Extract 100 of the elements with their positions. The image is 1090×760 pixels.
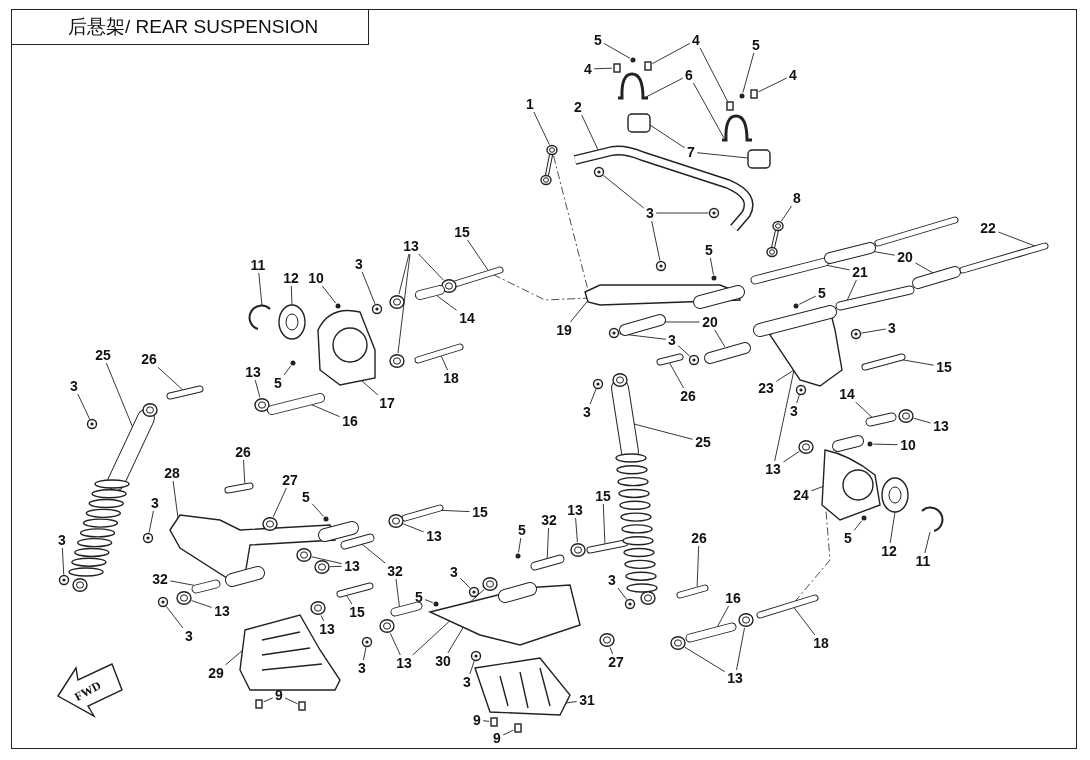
leader-line bbox=[254, 379, 261, 398]
leader-line bbox=[533, 111, 550, 146]
bushing bbox=[310, 601, 326, 615]
bushing bbox=[389, 295, 405, 309]
leader-line bbox=[157, 366, 183, 391]
callout-number: 9 bbox=[492, 730, 502, 746]
callout-number: 18 bbox=[442, 370, 460, 386]
leader-line bbox=[855, 401, 874, 419]
leader-line bbox=[361, 380, 379, 396]
bolt bbox=[255, 699, 263, 709]
leader-line bbox=[467, 239, 489, 271]
callout-number: 8 bbox=[792, 190, 802, 206]
callout-number: 15 bbox=[594, 488, 612, 504]
bolt bbox=[451, 266, 504, 288]
leader-line bbox=[900, 359, 935, 366]
callout-number: 13 bbox=[213, 603, 231, 619]
knuckle bbox=[317, 309, 376, 386]
leader-line bbox=[224, 649, 244, 666]
sleeve bbox=[865, 412, 897, 427]
leader-line bbox=[798, 295, 817, 305]
callout-number: 4 bbox=[691, 32, 701, 48]
callout-number: 13 bbox=[932, 418, 950, 434]
grease-fitting bbox=[861, 515, 867, 521]
leader-line bbox=[913, 417, 932, 424]
sleeve bbox=[267, 393, 325, 415]
bushing bbox=[898, 409, 914, 423]
callout-number: 32 bbox=[386, 563, 404, 579]
bushing bbox=[912, 266, 961, 289]
leader-line bbox=[105, 362, 134, 429]
leader-line bbox=[290, 285, 293, 306]
nut bbox=[795, 384, 807, 396]
leader-line bbox=[165, 605, 184, 629]
rubber-bushing bbox=[747, 149, 771, 169]
callout-number: 5 bbox=[704, 242, 714, 258]
leader-line bbox=[782, 450, 800, 463]
skid-plate bbox=[474, 657, 571, 716]
callout-number: 13 bbox=[318, 621, 336, 637]
bolt bbox=[224, 482, 254, 494]
callout-number: 5 bbox=[273, 375, 283, 391]
callout-number: 2 bbox=[573, 99, 583, 115]
leader-line bbox=[311, 556, 343, 565]
callout-number: 1 bbox=[525, 96, 535, 112]
leader-line bbox=[669, 362, 685, 389]
nut bbox=[655, 260, 667, 272]
callout-number: 10 bbox=[899, 437, 917, 453]
leader-line bbox=[402, 523, 425, 533]
leader-line bbox=[774, 369, 795, 462]
nut bbox=[850, 328, 862, 340]
leader-line bbox=[633, 423, 694, 440]
bolt bbox=[586, 539, 629, 554]
callout-number: 27 bbox=[281, 472, 299, 488]
leader-line bbox=[602, 503, 606, 544]
leader-line bbox=[424, 599, 434, 604]
leader-line bbox=[309, 403, 341, 418]
bushing bbox=[824, 242, 876, 264]
bolt bbox=[676, 584, 709, 599]
leader-line bbox=[714, 329, 726, 348]
sleeve bbox=[685, 622, 737, 643]
bolt bbox=[656, 353, 684, 366]
nut bbox=[470, 650, 482, 662]
bolt bbox=[756, 594, 819, 619]
leader-line bbox=[320, 614, 325, 622]
callout-number: 19 bbox=[555, 322, 573, 338]
callout-number: 27 bbox=[607, 654, 625, 670]
sleeve bbox=[415, 285, 445, 300]
leader-line bbox=[482, 720, 490, 722]
callout-number: 16 bbox=[724, 590, 742, 606]
callout-number: 26 bbox=[140, 351, 158, 367]
callout-number: 15 bbox=[348, 604, 366, 620]
bushing bbox=[254, 398, 270, 412]
bolt bbox=[298, 701, 306, 711]
direction-label: FWD bbox=[72, 678, 104, 705]
leader-line bbox=[651, 220, 661, 262]
shaft bbox=[750, 257, 830, 285]
bolt bbox=[414, 343, 464, 364]
bolt bbox=[644, 61, 652, 71]
callout-number: 5 bbox=[751, 37, 761, 53]
bushing bbox=[314, 560, 330, 574]
callout-number: 22 bbox=[979, 220, 997, 236]
leader-line bbox=[148, 510, 154, 534]
bolt bbox=[514, 723, 522, 733]
shaft bbox=[835, 285, 915, 311]
leader-line bbox=[696, 545, 700, 587]
callout-number: 13 bbox=[566, 502, 584, 518]
stabilizer-link bbox=[766, 220, 784, 258]
callout-number: 15 bbox=[935, 359, 953, 375]
callout-number: 3 bbox=[354, 256, 364, 272]
callout-number: 5 bbox=[593, 32, 603, 48]
leader-line bbox=[775, 369, 795, 382]
leader-line bbox=[602, 174, 645, 209]
callout-number: 16 bbox=[341, 413, 359, 429]
bushing bbox=[262, 517, 278, 531]
grease-fitting bbox=[290, 360, 296, 366]
callout-number: 26 bbox=[234, 444, 252, 460]
callout-number: 3 bbox=[184, 628, 194, 644]
callout-number: 3 bbox=[789, 403, 799, 419]
leader-line bbox=[677, 345, 691, 357]
callout-number: 26 bbox=[679, 388, 697, 404]
leader-line bbox=[889, 511, 896, 544]
callout-number: 12 bbox=[880, 543, 898, 559]
